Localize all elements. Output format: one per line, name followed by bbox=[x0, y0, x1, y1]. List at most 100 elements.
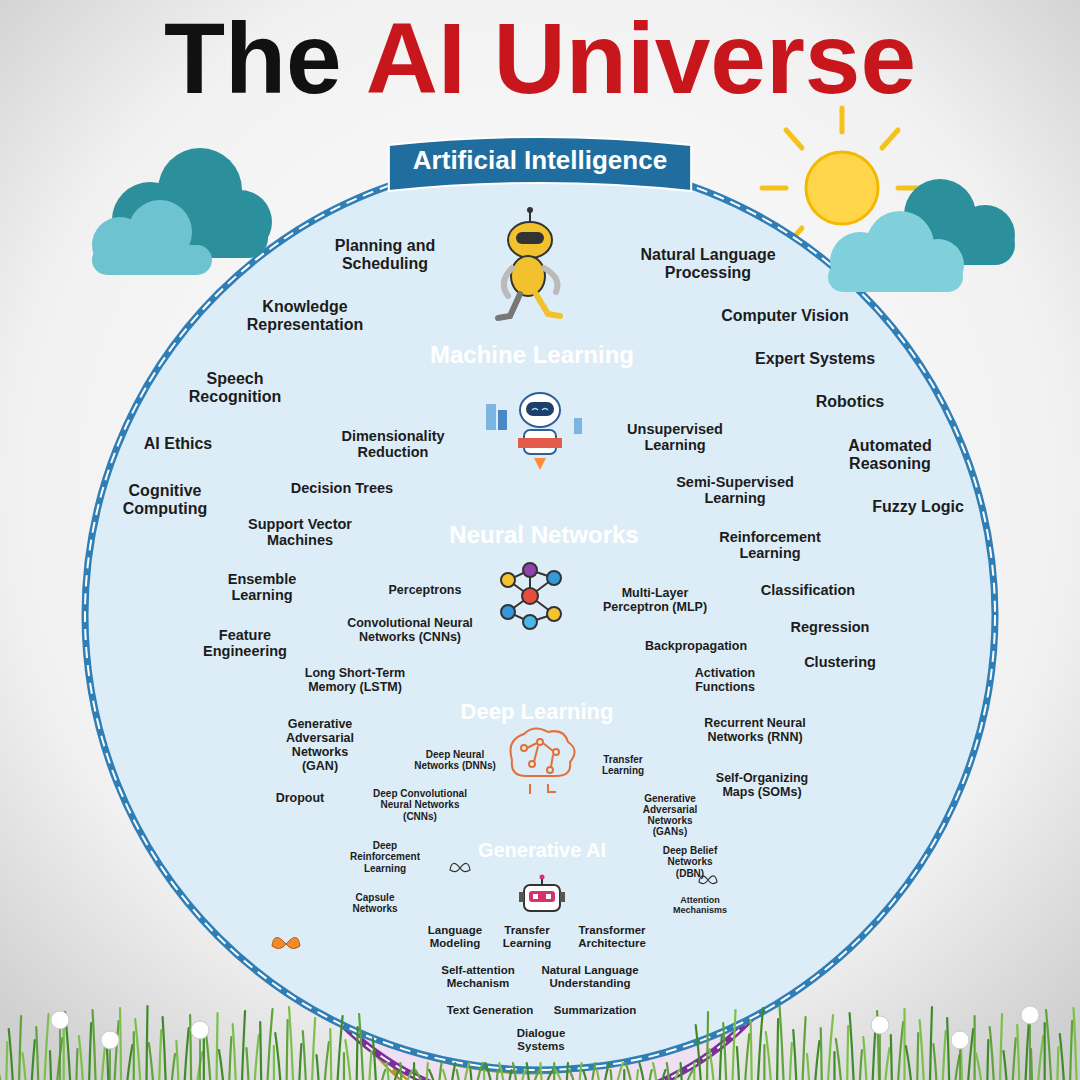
grass-blade bbox=[592, 1063, 595, 1080]
grass-blade bbox=[803, 1017, 806, 1080]
grass-blade bbox=[427, 1063, 428, 1080]
topic-label: Activation Functions bbox=[683, 666, 768, 694]
topic-label: Cognitive Computing bbox=[110, 482, 220, 518]
grass-blade bbox=[133, 1032, 135, 1080]
grass-blade bbox=[709, 1049, 713, 1080]
topic-label: Robotics bbox=[800, 393, 900, 411]
circle-heading: Machine Learning bbox=[430, 342, 634, 368]
ml-robot-icon bbox=[486, 393, 582, 470]
grass-blade bbox=[93, 1010, 96, 1080]
topic-label: Natural Language Understanding bbox=[535, 964, 645, 990]
grass-blade bbox=[580, 1063, 582, 1080]
circle-fill bbox=[85, 160, 995, 1070]
grass-blade bbox=[478, 1063, 483, 1080]
topic-label: AI Ethics bbox=[128, 435, 228, 453]
robot-leg bbox=[536, 294, 560, 316]
grass-blade bbox=[917, 1033, 918, 1080]
topic-label: Deep Reinforcement Learning bbox=[345, 840, 425, 874]
topic-label: Speech Recognition bbox=[175, 370, 295, 406]
grass-blade bbox=[499, 1063, 503, 1080]
grass-blade bbox=[733, 1010, 736, 1080]
grass-blade bbox=[289, 1007, 293, 1080]
grass-blade bbox=[6, 1042, 7, 1080]
topic-label: Clustering bbox=[795, 654, 885, 670]
grass-blade bbox=[1046, 1010, 1051, 1080]
grass-blade bbox=[1000, 1014, 1002, 1080]
topic-label: Dropout bbox=[265, 791, 335, 805]
robot-visor bbox=[526, 402, 554, 416]
grass-blade bbox=[723, 1023, 726, 1080]
grass-blade bbox=[457, 1070, 459, 1080]
topic-label: Natural Language Processing bbox=[628, 246, 788, 282]
topic-label: Self-Organizing Maps (SOMs) bbox=[712, 771, 812, 799]
grass-blade bbox=[1057, 1047, 1058, 1080]
grass-blade bbox=[567, 1063, 568, 1080]
grass-blade bbox=[147, 1006, 148, 1080]
robot-body bbox=[511, 256, 545, 296]
grass-blade bbox=[605, 1063, 609, 1080]
grass-blade bbox=[312, 1018, 315, 1080]
grass-blade bbox=[120, 1008, 121, 1080]
robot-eye bbox=[533, 894, 538, 899]
grass-blade bbox=[395, 1070, 399, 1080]
grass-blade bbox=[172, 1054, 175, 1080]
grass-blade bbox=[76, 1049, 77, 1080]
grass-blade bbox=[793, 1030, 796, 1080]
grass-blade bbox=[707, 1012, 708, 1080]
grass-blade bbox=[330, 1029, 331, 1080]
grass-blade bbox=[400, 1063, 401, 1080]
grass-blade bbox=[359, 1014, 363, 1080]
grass-blade bbox=[229, 1037, 231, 1080]
grass-blade bbox=[233, 1024, 236, 1080]
grass-blade bbox=[956, 1055, 960, 1080]
grass-blade bbox=[287, 1020, 288, 1080]
network-node bbox=[501, 573, 515, 587]
grass-blade bbox=[569, 1070, 573, 1080]
brain-circuit-icon bbox=[511, 728, 575, 794]
grass-blade bbox=[338, 1016, 343, 1080]
grass-blade bbox=[688, 1070, 693, 1080]
grass-blade bbox=[556, 1070, 561, 1080]
grass-blade bbox=[860, 1050, 862, 1080]
grass-blade bbox=[185, 1028, 189, 1080]
grass-blade bbox=[968, 1029, 973, 1080]
circle-heading: Deep Learning bbox=[461, 700, 614, 724]
butterfly bbox=[272, 937, 300, 948]
topic-label: Automated Reasoning bbox=[835, 437, 945, 473]
robot-visor bbox=[516, 232, 544, 244]
grass-blade bbox=[863, 1037, 866, 1080]
network-node bbox=[501, 605, 515, 619]
title: The AI Universe bbox=[164, 2, 916, 114]
grass-blade bbox=[780, 1006, 784, 1080]
topic-label: Classification bbox=[758, 582, 858, 598]
cloud-base bbox=[92, 245, 212, 275]
grass-blade bbox=[79, 1036, 83, 1080]
grass-blade bbox=[242, 1011, 245, 1080]
grass-blade bbox=[777, 1019, 778, 1080]
grass-blade bbox=[535, 1070, 539, 1080]
topic-label: Dimensionality Reduction bbox=[328, 428, 458, 460]
grass-blade bbox=[115, 1021, 119, 1080]
grass-blade bbox=[510, 1070, 512, 1080]
grass-blade bbox=[815, 1041, 819, 1080]
grass-blade bbox=[618, 1063, 623, 1080]
circle-heading: Generative AI bbox=[478, 839, 606, 861]
grass-blade bbox=[50, 1051, 51, 1080]
robot-arm bbox=[544, 268, 558, 292]
grass-blade bbox=[1017, 1025, 1019, 1080]
grass-blade bbox=[611, 1070, 612, 1080]
grass-blade bbox=[452, 1063, 455, 1080]
grass-blade bbox=[440, 1063, 442, 1080]
grass-blade bbox=[527, 1063, 529, 1080]
topic-label: Semi-Supervised Learning bbox=[670, 474, 800, 506]
robot-head bbox=[520, 393, 560, 427]
grass-blade bbox=[720, 1036, 722, 1080]
grass-blade bbox=[850, 1013, 854, 1080]
topic-label: Backpropagation bbox=[641, 639, 751, 653]
cloud-right-front bbox=[828, 211, 964, 292]
topic-label: Convolutional Neural Networks (CNNs) bbox=[335, 616, 485, 644]
robot-ear bbox=[560, 892, 565, 902]
grass-blade bbox=[828, 1015, 833, 1080]
grass-blade bbox=[63, 1025, 65, 1080]
robot-ear bbox=[519, 892, 524, 902]
